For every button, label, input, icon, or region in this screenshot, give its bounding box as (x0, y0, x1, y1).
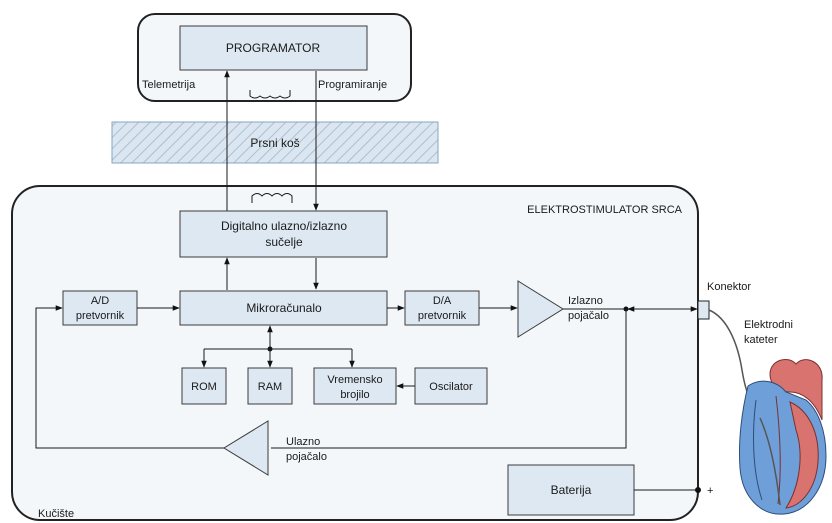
rom-label: ROM (191, 381, 217, 393)
programmer-box (179, 25, 368, 71)
battery-label: Baterija (551, 483, 592, 497)
programmer-title: PROGRAMATOR (226, 41, 321, 55)
catheter-label-1: Elektrodni (744, 319, 793, 331)
ad-converter-block (62, 290, 138, 326)
ram-block (247, 367, 293, 405)
output-amplifier-label-2: pojačalo (568, 310, 609, 322)
input-amplifier-label-1: Ulazno (286, 436, 320, 448)
telemetry-label: Telemetrija (142, 79, 196, 91)
timer-label-1: Vremensko (327, 374, 382, 386)
pacemaker-coil-icon (251, 193, 293, 203)
ad-converter-label-2: pretvornik (76, 310, 125, 322)
microcomputer-block (179, 290, 388, 326)
io-interface-label-2: sučelje (265, 235, 303, 249)
da-converter-label-2: pretvornik (418, 310, 467, 322)
output-amplifier (517, 280, 564, 338)
io-interface-block (179, 210, 388, 258)
timer-block (313, 367, 397, 405)
input-amplifier (223, 420, 269, 476)
programming-label: Programiranje (318, 79, 387, 91)
chest-band (111, 121, 439, 164)
oscillator-block (414, 367, 488, 405)
output-amplifier-label-1: Izlazno (568, 295, 603, 307)
feedback-line (271, 309, 627, 449)
rom-block (181, 367, 227, 405)
battery-terminal-label: + (707, 485, 713, 497)
ram-label: RAM (258, 381, 282, 393)
da-converter-block (404, 290, 480, 326)
catheter-label-2: kateter (744, 334, 778, 346)
connector-label: Konektor (707, 281, 751, 293)
battery-terminal-dot (695, 487, 701, 493)
pacemaker-title: ELEKTROSTIMULATOR SRCA (527, 204, 683, 216)
input-amplifier-label-2: pojačalo (286, 451, 327, 463)
heart-illustration (738, 359, 827, 515)
microcomputer-label: Mikroračunalo (246, 301, 322, 315)
chest-label: Prsni koš (250, 136, 299, 150)
timer-label-2: brojilo (340, 389, 369, 401)
housing-label: Kučište (38, 508, 74, 520)
pacemaker-housing (11, 185, 699, 521)
io-interface-label-1: Digitalno ulazno/izlazno (221, 219, 347, 233)
programmer-coil-icon (249, 90, 291, 99)
ad-converter-label-1: A/D (91, 295, 109, 307)
input-amp-to-ad-line (35, 305, 224, 449)
oscillator-label: Oscilator (429, 381, 473, 393)
da-converter-label-1: D/A (433, 295, 452, 307)
battery-block (507, 464, 635, 516)
connector-block (697, 300, 710, 320)
